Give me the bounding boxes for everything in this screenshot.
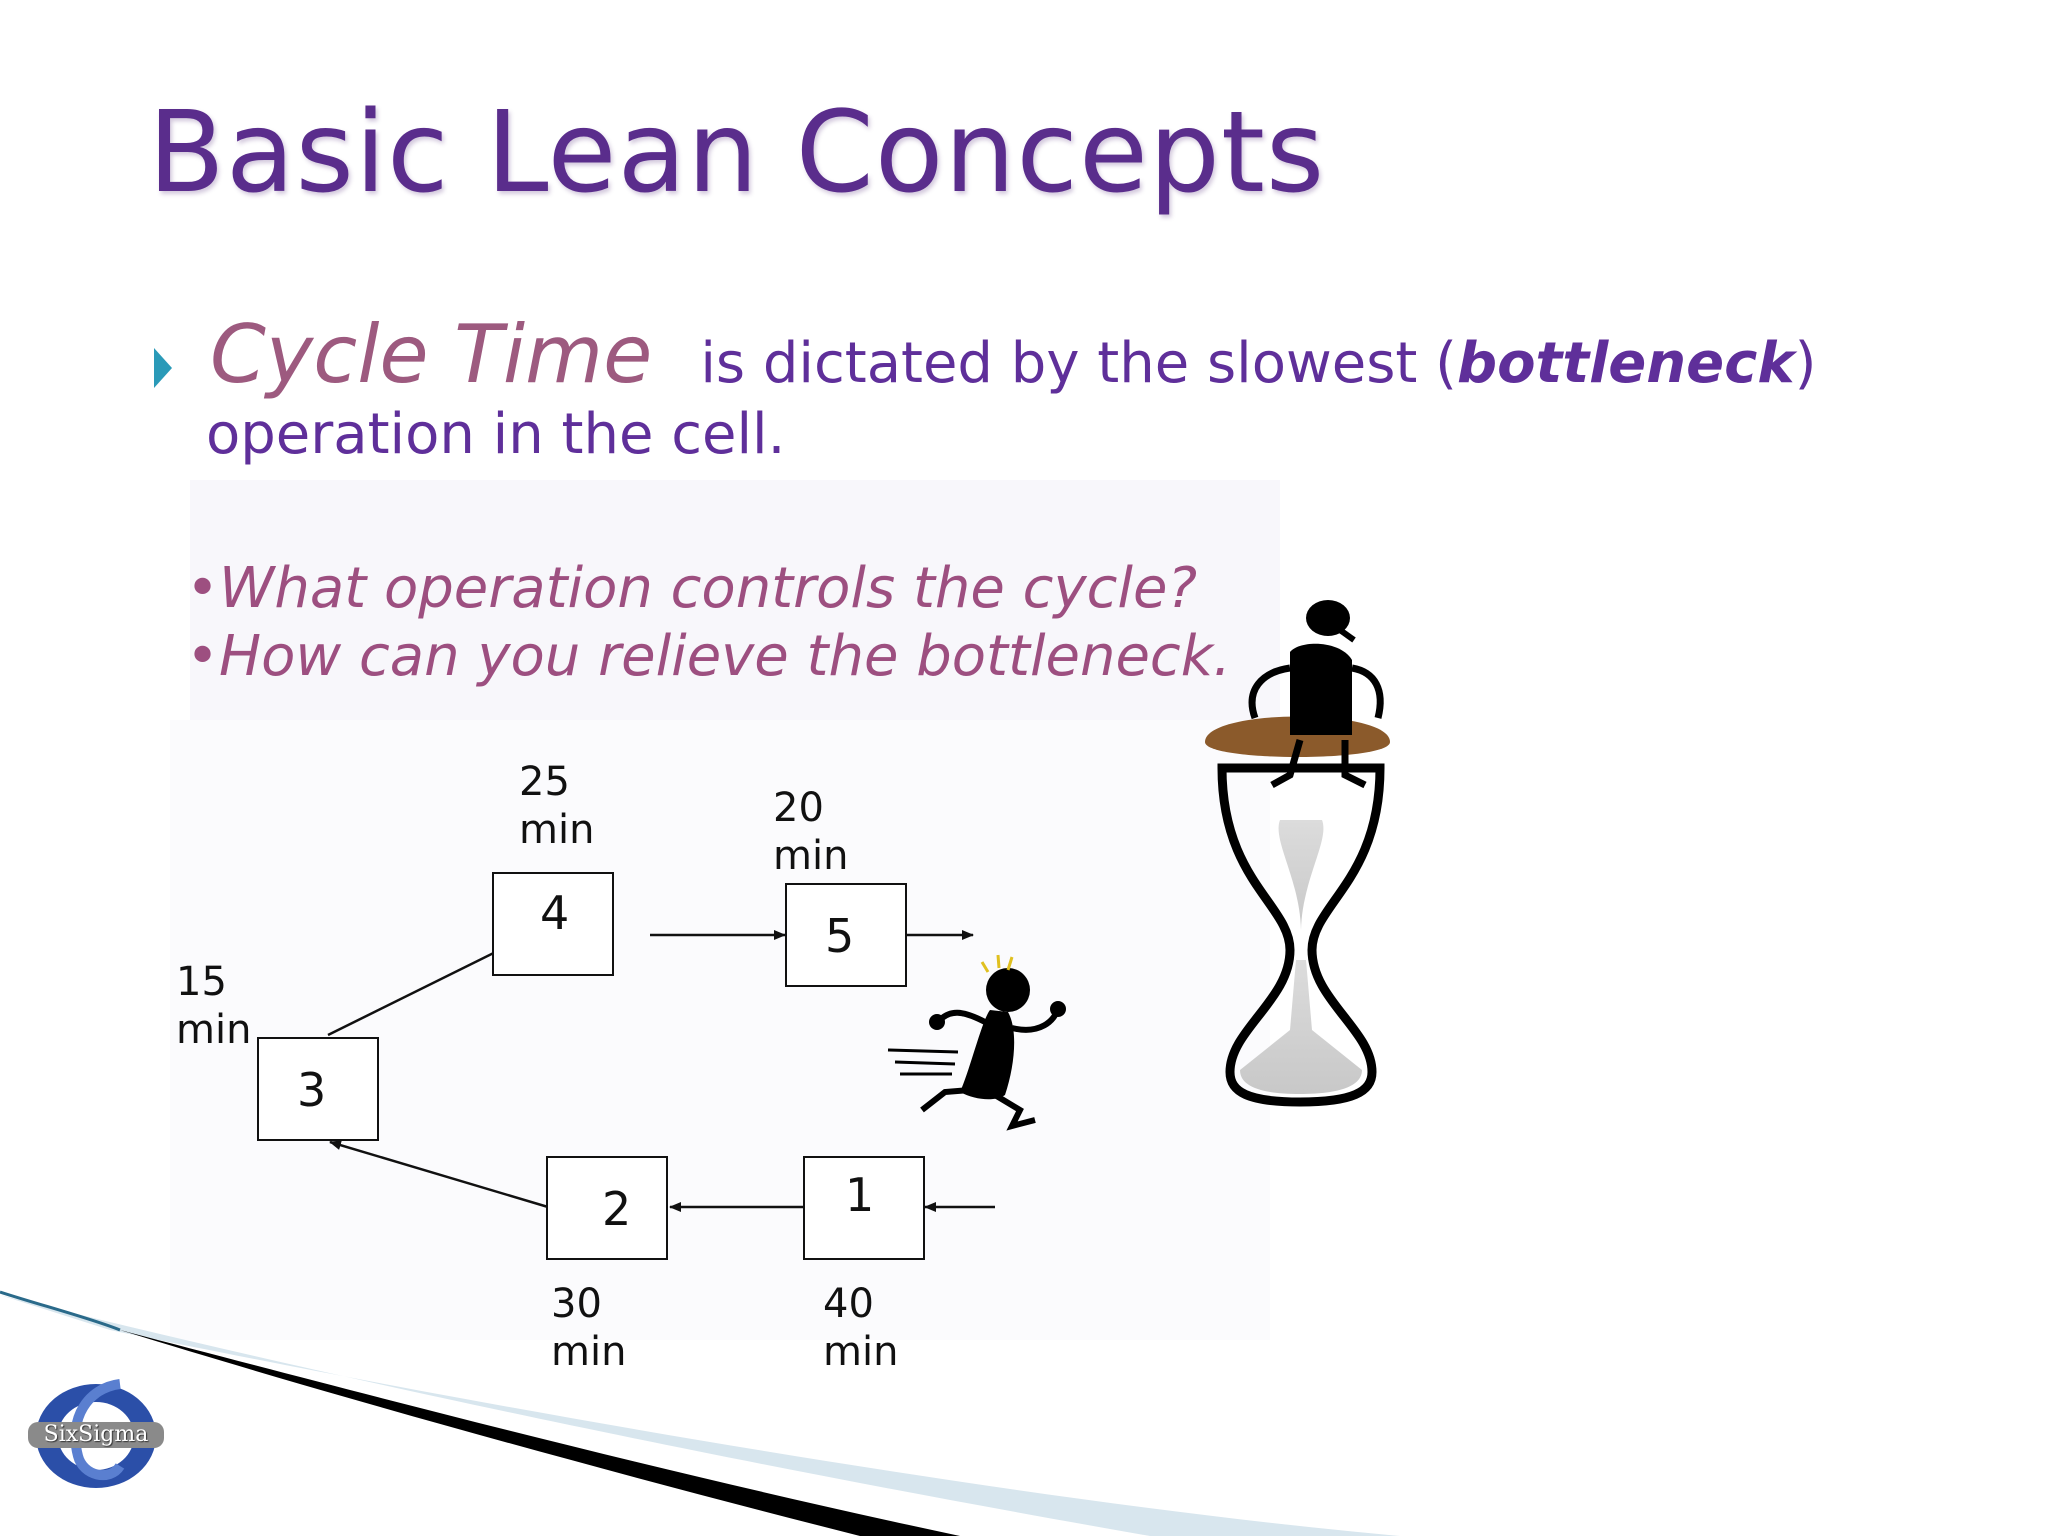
slide-title: Basic Lean Concepts: [148, 88, 1326, 218]
cycle-time-term: Cycle Time: [210, 308, 653, 401]
logo-text: SixSigma: [43, 1422, 149, 1447]
time-label-2: 30 min: [551, 1281, 627, 1375]
operation-number: 3: [297, 1063, 327, 1117]
operation-number: 4: [540, 886, 570, 940]
question-2: •How can you relieve the bottleneck.: [186, 624, 1231, 689]
corner-swoosh: [0, 1290, 1400, 1536]
flow-arrow-2-to-3: [329, 1140, 549, 1209]
bullet-continuation: operation in the cell.: [206, 402, 786, 467]
bullet-text: Cycle Time is dictated by the slowest (bo…: [210, 308, 1816, 401]
bullet-arrow-icon: [154, 348, 172, 388]
time-label-1: 40 min: [823, 1281, 899, 1375]
operation-box-3: 3: [257, 1037, 379, 1141]
background-tint: [170, 720, 1270, 1340]
operation-box-5: 5: [785, 883, 907, 987]
background-tint: [190, 480, 1280, 720]
operation-number: 2: [602, 1182, 632, 1236]
operation-number: 5: [825, 909, 855, 963]
six-sigma-logo: SixSigma: [28, 1378, 164, 1494]
bullet-text-before: is dictated by the slowest (: [700, 331, 1457, 396]
sitting-figure-icon: [1248, 600, 1384, 789]
six-sigma-emblem-icon: [28, 1379, 164, 1488]
running-figure-icon: [887, 954, 1066, 1131]
time-label-4: 25 min: [519, 759, 595, 853]
operation-number: 1: [845, 1168, 875, 1222]
time-label-5: 20 min: [773, 785, 849, 879]
operation-box-1: 1: [803, 1156, 925, 1260]
hourglass-icon: [1205, 716, 1390, 1107]
operation-box-4: 4: [492, 872, 614, 976]
operation-box-2: 2: [546, 1156, 668, 1260]
bottleneck-emphasis: bottleneck: [1457, 331, 1795, 396]
question-1: •What operation controls the cycle?: [186, 556, 1198, 621]
time-label-3: 15 min: [176, 959, 252, 1053]
bullet-text-after: ): [1794, 331, 1817, 396]
